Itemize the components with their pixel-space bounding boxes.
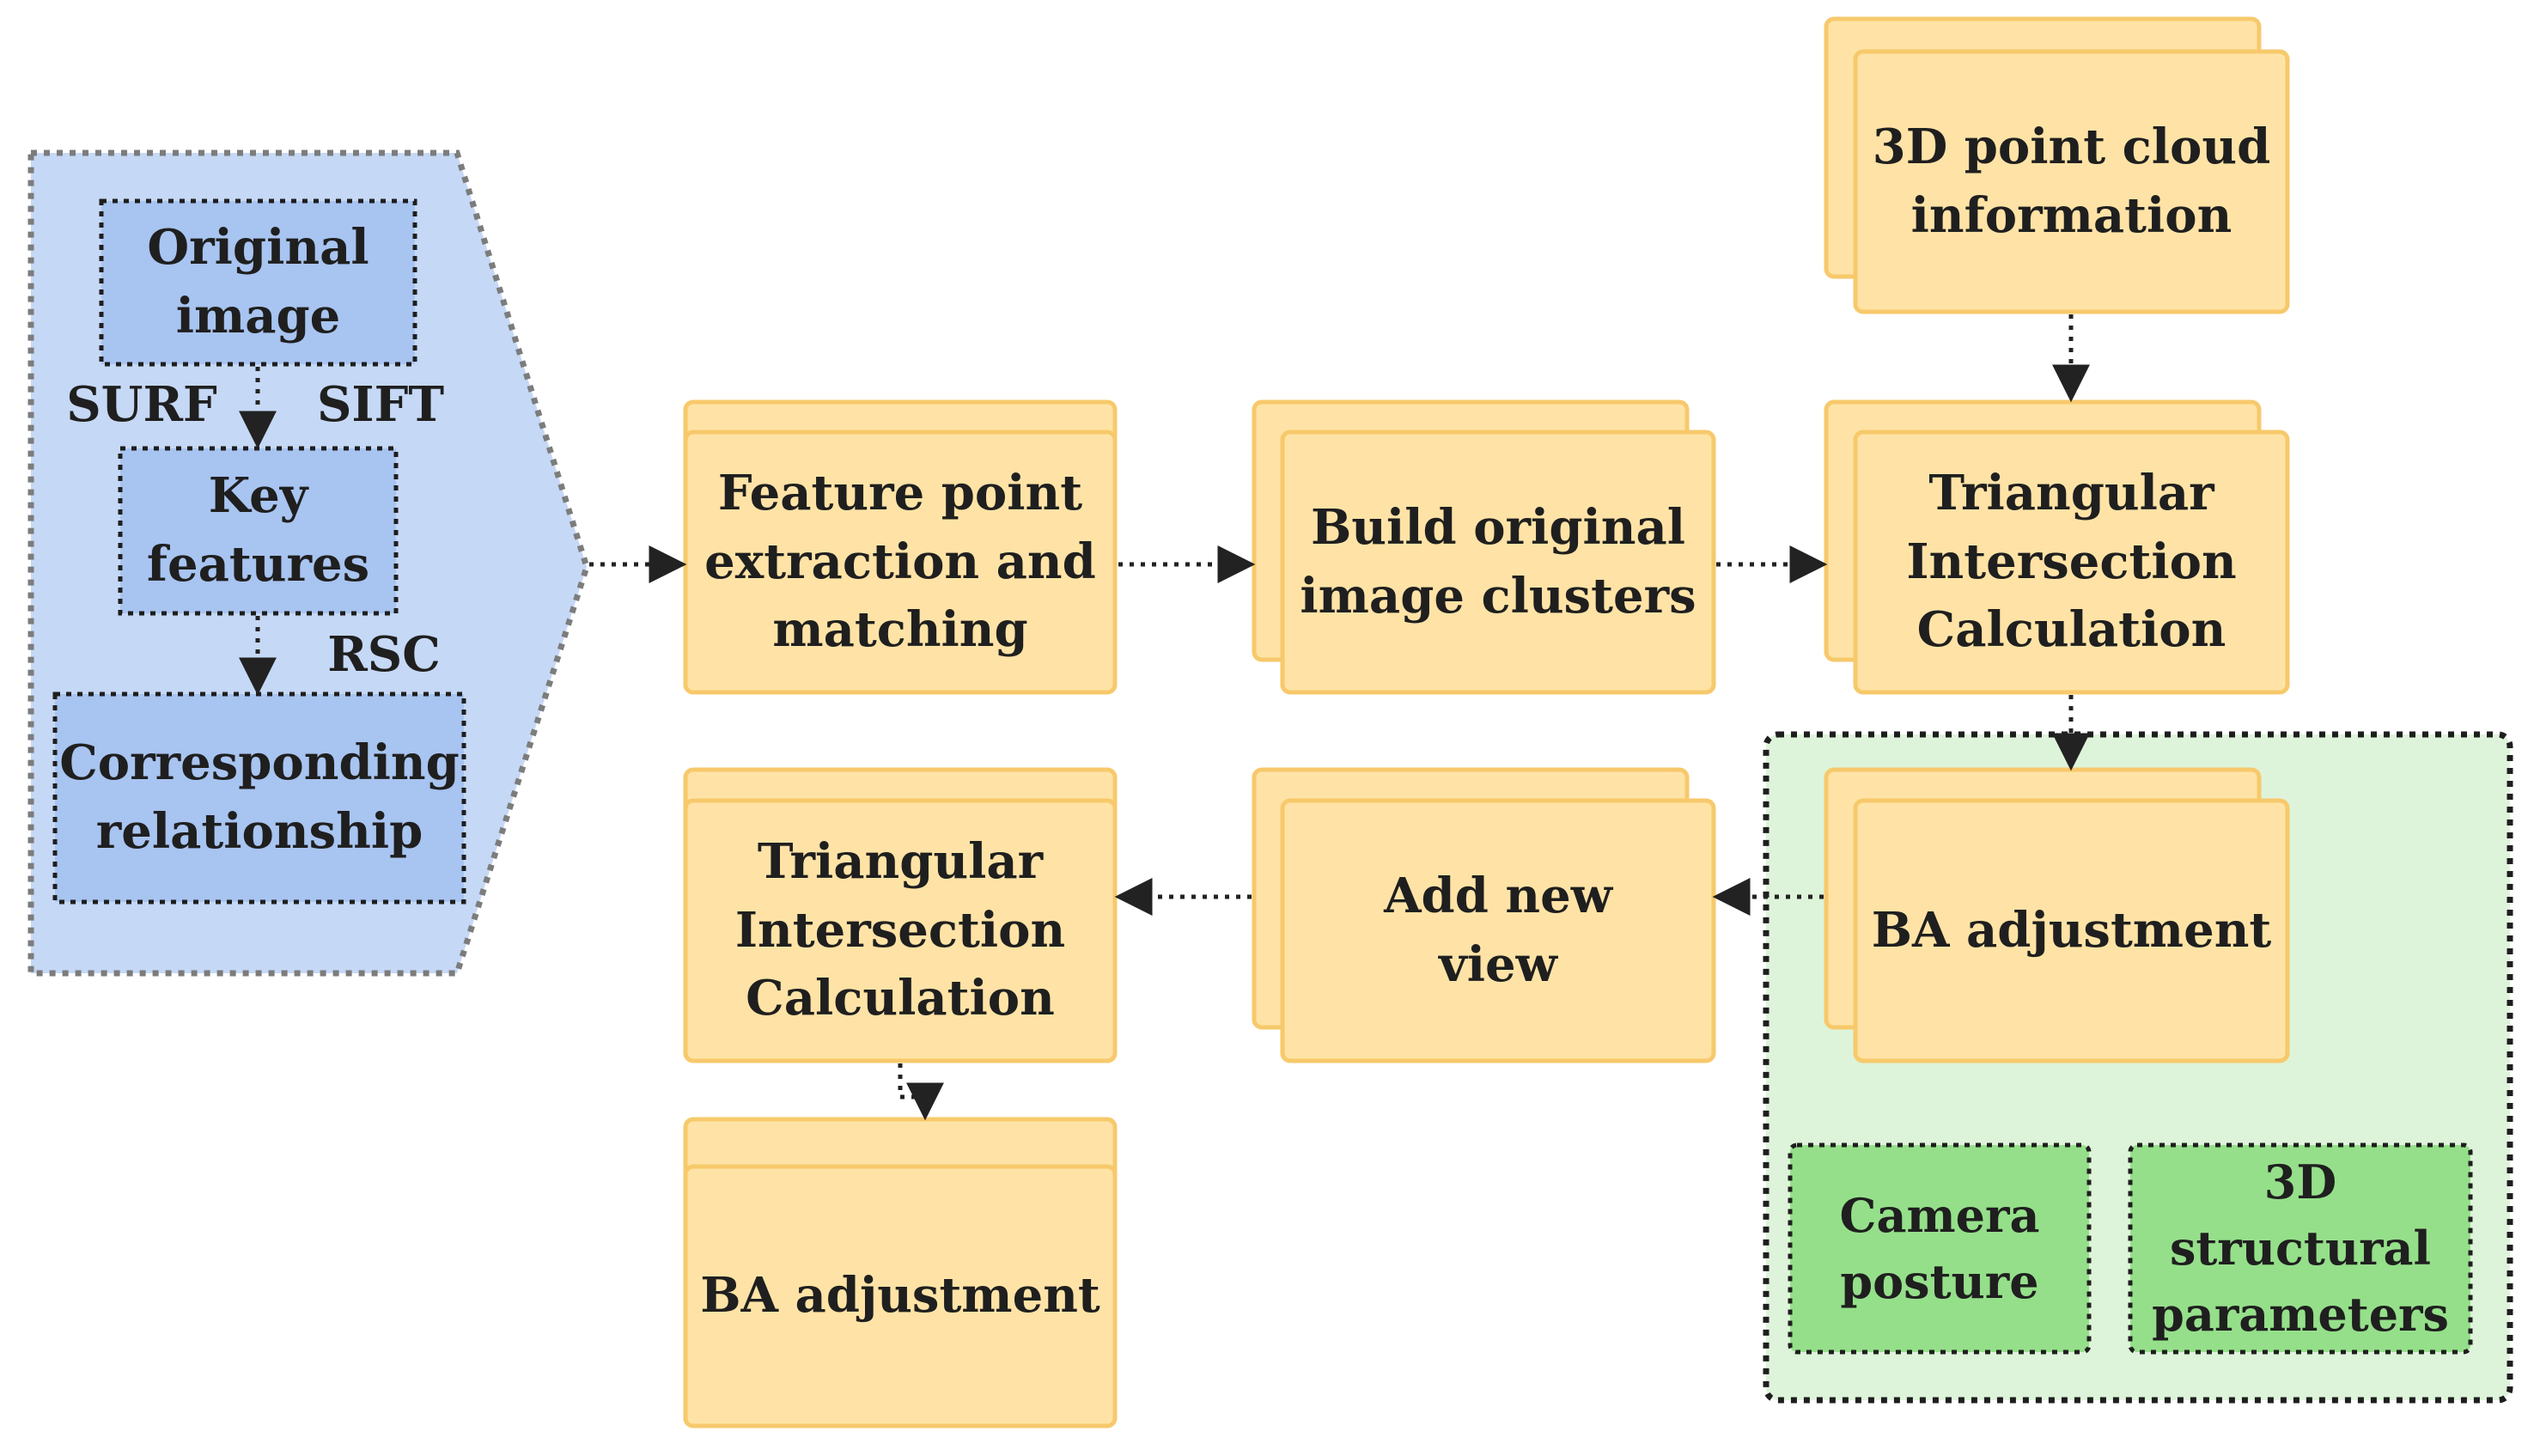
label-line: Triangular — [1928, 465, 2214, 522]
label-line: view — [1439, 935, 1557, 993]
label-line: 3D — [2263, 1154, 2337, 1210]
add-new-view-stack — [1252, 767, 1716, 1063]
label-line: Add new — [1384, 867, 1612, 924]
label-line: information — [1910, 186, 2232, 244]
triangulation-bottom-stack — [683, 767, 1118, 1063]
label-line: Corresponding — [59, 734, 460, 792]
label-line: Camera — [1839, 1187, 2040, 1243]
label-line: Feature point — [717, 465, 1083, 522]
build-clusters-stack — [1252, 399, 1716, 695]
build-clusters-label: Build original image clusters — [1282, 432, 1714, 692]
triangulation-top-stack — [1824, 399, 2290, 695]
structural-parameters-box — [2128, 1142, 2473, 1355]
label-line: relationship — [95, 803, 423, 860]
label-line: Key — [208, 467, 308, 525]
label-line: Triangular — [757, 833, 1044, 891]
label-line: posture — [1840, 1253, 2039, 1309]
arrow-triangulation-to-ba-bottom — [898, 1063, 944, 1121]
corresponding-relationship-box — [52, 691, 466, 905]
corresponding-relationship-label: Corresponding relationship — [55, 694, 464, 902]
label-line: structural — [2169, 1221, 2432, 1276]
label-line: image — [175, 288, 341, 344]
surf-tag: SURF — [66, 376, 217, 434]
label-line: 3D point cloud — [1872, 118, 2271, 175]
structural-parameters-label: 3D structural parameters — [2130, 1145, 2470, 1352]
label-line: Build original — [1310, 498, 1686, 556]
label-line: BA adjustment — [1871, 901, 2272, 959]
ba-adjustment-right-label: BA adjustment — [1855, 801, 2287, 1061]
key-features-label: Key features — [120, 448, 396, 613]
label-line: image clusters — [1300, 567, 1696, 624]
ba-adjustment-right-stack — [1824, 767, 2290, 1063]
camera-posture-box — [1788, 1142, 2092, 1355]
label-line: BA adjustment — [700, 1267, 1100, 1325]
feature-extraction-label: Feature point extraction and matching — [685, 432, 1115, 692]
label-line: features — [146, 536, 370, 593]
label-line: Calculation — [746, 970, 1055, 1027]
label-line: Intersection — [734, 901, 1066, 959]
rsc-tag: RSC — [327, 626, 441, 684]
label-line: Intersection — [1906, 533, 2237, 590]
label-line: extraction and — [704, 533, 1096, 590]
label-line: Calculation — [1916, 601, 2226, 659]
ba-adjustment-bottom-label: BA adjustment — [685, 1167, 1115, 1426]
add-new-view-label: Add new view — [1282, 801, 1714, 1061]
original-image-box — [99, 198, 417, 367]
label-line: parameters — [2152, 1286, 2449, 1342]
ba-adjustment-bottom-stack — [683, 1117, 1118, 1429]
camera-posture-label: Camera posture — [1790, 1145, 2089, 1352]
label-line: Original — [147, 219, 369, 277]
original-image-label: Original image — [101, 201, 415, 364]
key-features-box — [118, 446, 399, 616]
point-cloud-stack — [1824, 16, 2290, 314]
label-line: matching — [772, 601, 1028, 659]
point-cloud-label: 3D point cloud information — [1855, 52, 2287, 312]
sift-tag: SIFT — [316, 376, 445, 434]
